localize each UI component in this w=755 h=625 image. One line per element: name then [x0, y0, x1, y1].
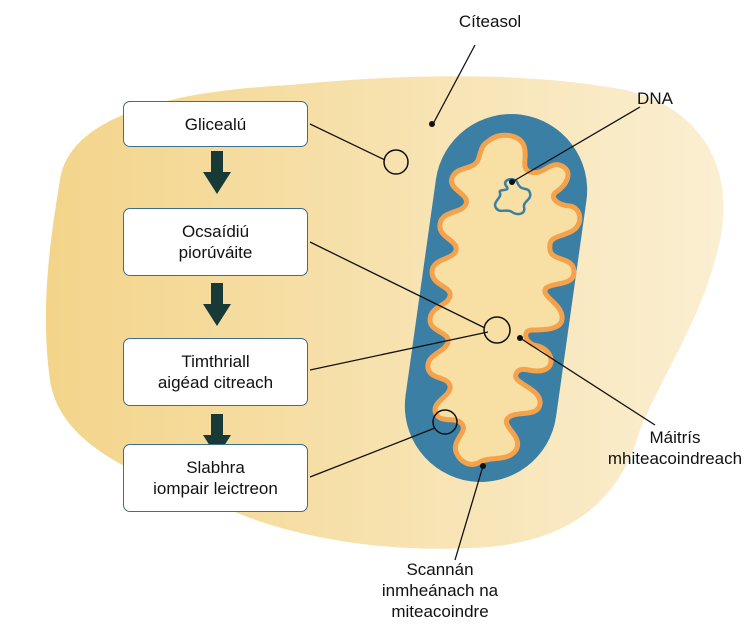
- step-citric-acid-cycle: Timthriall aigéad citreach: [123, 338, 308, 406]
- cytosol-dot: [429, 121, 435, 127]
- label-matrix: Máitrís mhiteacoindreach: [600, 427, 750, 469]
- inner-membrane-dot: [480, 463, 486, 469]
- matrix-dot: [517, 335, 523, 341]
- step-pyruvate-oxidation: Ocsaídiú piorúváite: [123, 208, 308, 276]
- label-cytosol: Cíteasol: [445, 11, 535, 32]
- step-glycolysis: Glicealú: [123, 101, 308, 147]
- label-inner-membrane: Scannán inmheánach na miteacoindre: [355, 559, 525, 622]
- label-dna: DNA: [625, 88, 685, 109]
- dna-dot: [509, 179, 515, 185]
- step-electron-transport-chain: Slabhra iompair leictreon: [123, 444, 308, 512]
